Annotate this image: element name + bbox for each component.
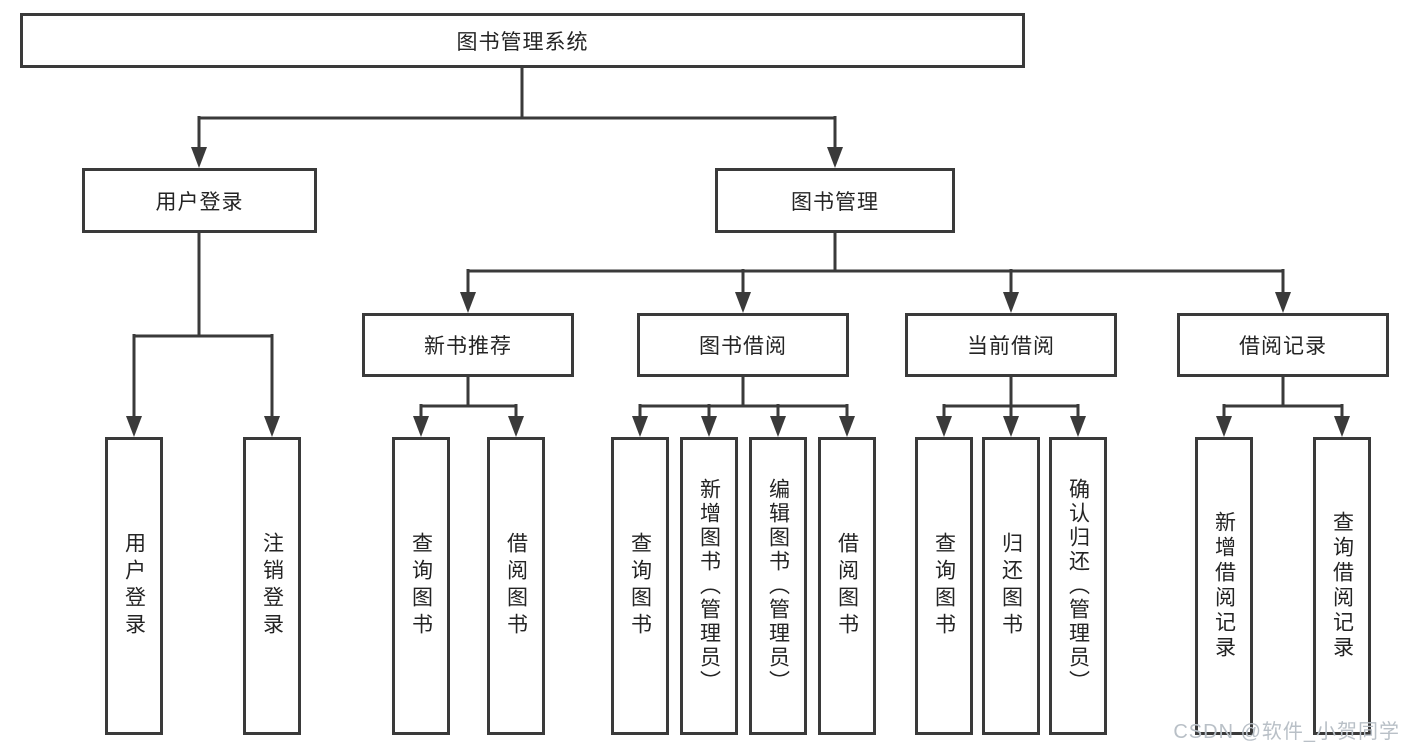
leaf-query-books-borrowing: 查询图书: [611, 437, 669, 735]
node-current-borrowing: 当前借阅: [905, 313, 1117, 377]
leaf-query-books-recommend: 查询图书: [392, 437, 450, 735]
leaf-query-books-recommend-label: 查询图书: [409, 532, 433, 640]
node-book-management: 图书管理: [715, 168, 955, 233]
leaf-user-login-label: 用户登录: [122, 532, 146, 640]
leaf-edit-books-admin: 编辑图书（管理员）: [749, 437, 807, 735]
leaf-borrow-books-borrowing: 借阅图书: [818, 437, 876, 735]
node-current-borrowing-label: 当前借阅: [967, 335, 1055, 358]
leaf-logout: 注销登录: [243, 437, 301, 735]
leaf-edit-books-admin-label: 编辑图书（管理员）: [766, 478, 790, 694]
node-borrowing-records: 借阅记录: [1177, 313, 1389, 377]
leaf-return-books-label: 归还图书: [999, 532, 1023, 640]
leaf-query-borrow-record: 查询借阅记录: [1313, 437, 1371, 735]
leaf-add-books-admin: 新增图书（管理员）: [680, 437, 738, 735]
leaf-return-books: 归还图书: [982, 437, 1040, 735]
leaf-query-borrow-record-label: 查询借阅记录: [1330, 511, 1354, 661]
leaf-user-login: 用户登录: [105, 437, 163, 735]
leaf-confirm-return-admin: 确认归还（管理员）: [1049, 437, 1107, 735]
node-user-login: 用户登录: [82, 168, 317, 233]
leaf-confirm-return-admin-label: 确认归还（管理员）: [1066, 478, 1090, 694]
leaf-add-borrow-record-label: 新增借阅记录: [1212, 511, 1236, 661]
node-book-management-label: 图书管理: [791, 190, 879, 214]
node-new-book-recommend-label: 新书推荐: [424, 335, 512, 358]
node-book-borrowing: 图书借阅: [637, 313, 849, 377]
leaf-borrow-books-recommend-label: 借阅图书: [504, 532, 528, 640]
leaf-query-books-current: 查询图书: [915, 437, 973, 735]
node-borrowing-records-label: 借阅记录: [1239, 335, 1327, 358]
leaf-logout-label: 注销登录: [260, 532, 284, 640]
leaf-add-books-admin-label: 新增图书（管理员）: [697, 478, 721, 694]
node-new-book-recommend: 新书推荐: [362, 313, 574, 377]
node-root: 图书管理系统: [20, 13, 1025, 68]
node-user-login-label: 用户登录: [155, 190, 244, 214]
leaf-query-books-current-label: 查询图书: [932, 532, 956, 640]
csdn-watermark: CSDN @软件_小贺同学: [1173, 721, 1400, 743]
leaf-borrow-books-recommend: 借阅图书: [487, 437, 545, 735]
node-root-label: 图书管理系统: [456, 30, 589, 54]
leaf-borrow-books-borrowing-label: 借阅图书: [835, 532, 859, 640]
node-book-borrowing-label: 图书借阅: [699, 335, 787, 358]
leaf-add-borrow-record: 新增借阅记录: [1195, 437, 1253, 735]
leaf-query-books-borrowing-label: 查询图书: [628, 532, 652, 640]
